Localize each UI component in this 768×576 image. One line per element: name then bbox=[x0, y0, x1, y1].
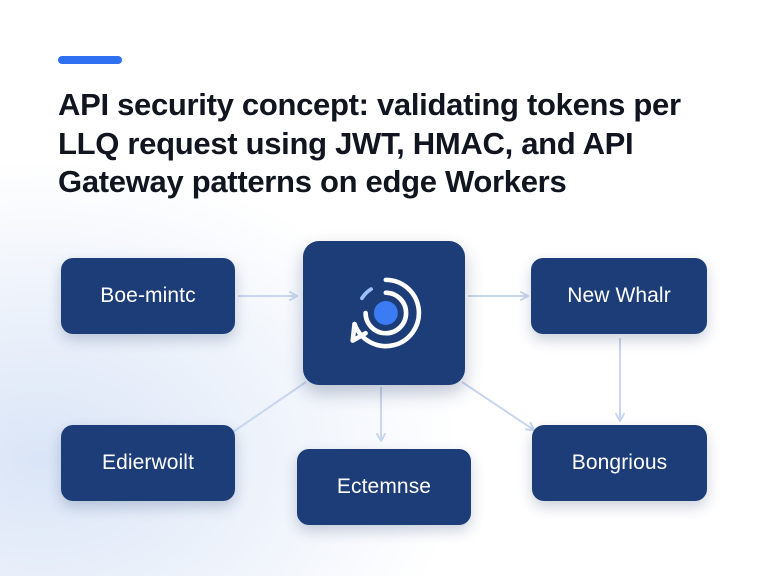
connector-hub-to-bottomright bbox=[461, 381, 535, 431]
node-top-left: Boe-mintc bbox=[61, 258, 235, 334]
node-top-right: New Whalr bbox=[531, 258, 707, 334]
page-title: API security concept: validating tokens … bbox=[58, 87, 681, 199]
hub-node bbox=[303, 241, 465, 385]
shield-target-icon bbox=[350, 277, 422, 349]
node-bottom-left: Edierwoilt bbox=[61, 425, 235, 501]
title-accent-bar bbox=[58, 56, 122, 64]
connector-hub-to-bottomleft bbox=[229, 381, 307, 435]
node-bottom-center: Ectemnse bbox=[297, 449, 471, 525]
node-bottom-right: Bongrious bbox=[532, 425, 707, 501]
